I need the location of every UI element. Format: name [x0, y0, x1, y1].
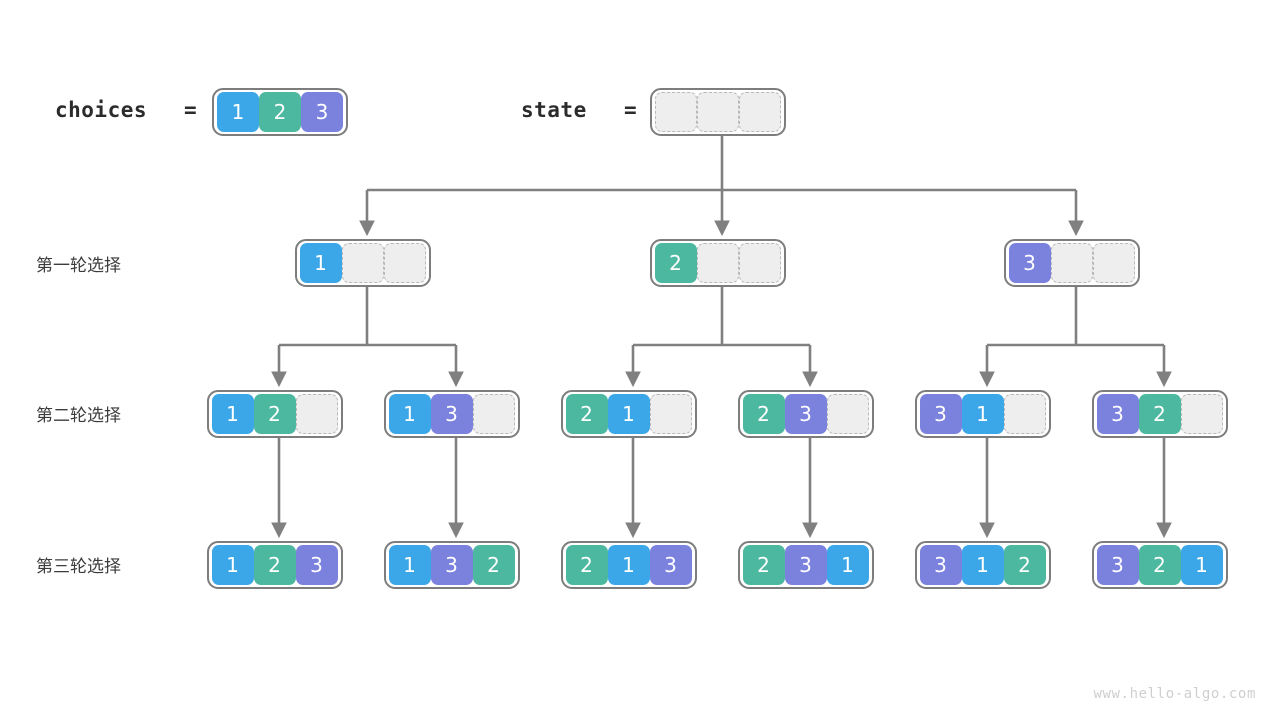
choices-cell-1: 1 — [217, 92, 259, 132]
round-3-label: 第三轮选择 — [36, 557, 121, 577]
tree-node-round3-3-cell-2: 2 — [565, 545, 608, 585]
tree-node-round2-3-cell-1: 1 — [607, 394, 650, 434]
tree-node-round2-6-cell-2: 2 — [1138, 394, 1181, 434]
tree-node-round1-2-empty-cell — [696, 243, 739, 283]
tree-node-round1-2-cell-2: 2 — [654, 243, 697, 283]
state-empty-cell — [655, 92, 697, 132]
watermark: www.hello-algo.com — [1093, 686, 1256, 702]
tree-node-round3-2-cell-2: 2 — [472, 545, 515, 585]
tree-node-round3-6-cell-2: 2 — [1138, 545, 1181, 585]
tree-node-round2-6-cell-3: 3 — [1096, 394, 1139, 434]
tree-node-round3-5-cell-1: 1 — [961, 545, 1004, 585]
tree-node-round2-2-empty-cell — [472, 394, 515, 434]
state-equals-sign: = — [624, 98, 637, 122]
tree-node-round2-5-cell-3: 3 — [919, 394, 962, 434]
choices-equals-sign: = — [184, 98, 197, 122]
tree-node-round3-6-cell-3: 3 — [1096, 545, 1139, 585]
tree-node-round3-2-cell-1: 1 — [388, 545, 431, 585]
tree-node-round2-1-cell-1: 1 — [211, 394, 254, 434]
tree-node-round3-1-cell-2: 2 — [253, 545, 296, 585]
tree-node-round2-4-cell-2: 2 — [742, 394, 785, 434]
tree-node-round1-1: 1 — [294, 239, 431, 287]
tree-node-round3-1-cell-1: 1 — [211, 545, 254, 585]
tree-node-round3-3-cell-1: 1 — [607, 545, 650, 585]
tree-node-round2-5-empty-cell — [1003, 394, 1046, 434]
state-array — [650, 88, 786, 136]
tree-node-round3-1-cell-3: 3 — [295, 545, 338, 585]
tree-node-round2-5-cell-1: 1 — [961, 394, 1004, 434]
tree-node-round1-1-cell-1: 1 — [299, 243, 342, 283]
tree-node-round2-4-cell-3: 3 — [784, 394, 827, 434]
tree-node-round1-1-empty-cell — [383, 243, 426, 283]
tree-node-round2-2-cell-1: 1 — [388, 394, 431, 434]
round-2-label: 第二轮选择 — [36, 406, 121, 426]
tree-node-round3-4-cell-2: 2 — [742, 545, 785, 585]
state-empty-cell — [697, 92, 739, 132]
tree-node-round1-3: 3 — [1003, 239, 1140, 287]
tree-node-round1-3-empty-cell — [1050, 243, 1093, 283]
tree-node-round1-3-cell-3: 3 — [1008, 243, 1051, 283]
tree-node-round2-2-cell-3: 3 — [430, 394, 473, 434]
choices-label: choices — [55, 98, 148, 122]
tree-node-round1-2-empty-cell — [738, 243, 781, 283]
tree-node-round2-1-cell-2: 2 — [253, 394, 296, 434]
tree-node-round2-1-empty-cell — [295, 394, 338, 434]
tree-node-round3-4-cell-3: 3 — [784, 545, 827, 585]
tree-node-round1-3-empty-cell — [1092, 243, 1135, 283]
tree-node-round3-4-cell-1: 1 — [826, 545, 869, 585]
state-empty-cell — [739, 92, 781, 132]
round-1-label: 第一轮选择 — [36, 256, 121, 276]
state-label: state — [521, 98, 587, 122]
tree-node-round1-2: 2 — [649, 239, 786, 287]
tree-node-round3-3-cell-3: 3 — [649, 545, 692, 585]
tree-node-round2-3-empty-cell — [649, 394, 692, 434]
tree-node-round2-4-empty-cell — [826, 394, 869, 434]
tree-node-round3-5-cell-2: 2 — [1003, 545, 1046, 585]
choices-cell-2: 2 — [259, 92, 301, 132]
tree-node-round3-5-cell-3: 3 — [919, 545, 962, 585]
tree-node-round1-1-empty-cell — [341, 243, 384, 283]
tree-node-round3-2-cell-3: 3 — [430, 545, 473, 585]
tree-node-round2-3-cell-2: 2 — [565, 394, 608, 434]
tree-node-round3-6-cell-1: 1 — [1180, 545, 1223, 585]
tree-node-round2-6-empty-cell — [1180, 394, 1223, 434]
choices-cell-3: 3 — [301, 92, 343, 132]
